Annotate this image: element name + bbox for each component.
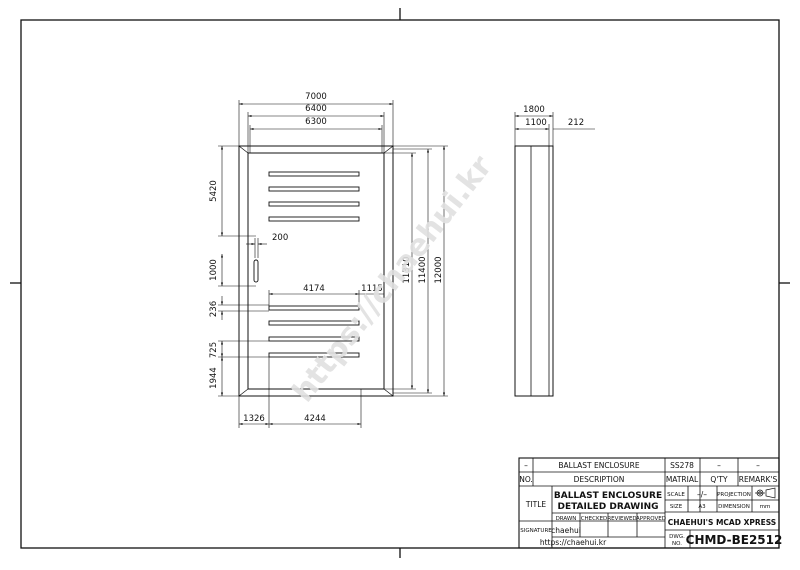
front-dimension-labels: 7000 6400 6300 5420 200 1000 4174 1115 2… [209, 92, 444, 424]
tb-title-line2: DETAILED DRAWING [557, 502, 658, 512]
dim-width-overall: 7000 [305, 92, 327, 102]
tb-size-label: SIZE [670, 504, 683, 510]
dim-depth-overall: 1800 [523, 105, 545, 115]
dim-height-frame: 11400 [418, 256, 428, 283]
tb-url: https://chaehui.kr [540, 538, 607, 547]
tb-dimension-label: DIMENSION [718, 504, 750, 510]
tb-signature-label: SIGNATURE [520, 528, 552, 534]
dim-left-offset: 1326 [243, 414, 265, 424]
tb-scale-label: SCALE [667, 492, 685, 498]
upper-louvers [268, 171, 360, 222]
title-block: – BALLAST ENCLOSURE SS278 – – NO. DESCRI… [518, 457, 783, 549]
tb-title-line1: BALLAST ENCLOSURE [554, 491, 662, 501]
lower-louvers [268, 305, 360, 358]
dim-height-overall: 12000 [434, 256, 444, 283]
tb-reviewed-label: REVIEWED [607, 516, 636, 522]
door-handle [253, 259, 259, 283]
tb-header-no: NO. [519, 475, 533, 484]
tb-approved-label: APPROVED [636, 516, 666, 522]
tb-dwg-no-label-2: NO. [672, 541, 682, 547]
side-dimension-labels: 1800 1100 212 [523, 105, 584, 128]
enclosure-door [247, 152, 385, 390]
dim-width-inner: 6300 [305, 117, 327, 127]
tb-drawn-label: DRAWN [556, 516, 577, 522]
tb-header-remarks: REMARK'S [739, 475, 778, 484]
tb-dwg-no-label-1: DWG. [669, 534, 685, 540]
tb-size-value: A3 [698, 504, 706, 510]
dim-depth-flange: 212 [568, 118, 584, 128]
enclosure-outer [238, 145, 394, 397]
tb-projection-label: PROJECTION [717, 492, 751, 498]
tb-dimension-value: mm [760, 504, 771, 510]
dim-depth-body: 1100 [525, 118, 547, 128]
tb-header-material: MATRIAL [666, 475, 699, 484]
projection-symbol [755, 487, 776, 499]
dimension-lines [218, 100, 448, 428]
tb-row1-description: BALLAST ENCLOSURE [558, 461, 640, 470]
center-marks [10, 8, 790, 558]
dim-handle-height: 1000 [209, 259, 219, 281]
front-view [238, 145, 394, 397]
dim-height-inner: 11310 [402, 256, 412, 283]
dim-width-frame: 6400 [305, 104, 327, 114]
tb-dwg-no: CHMD-BE2512 [686, 533, 783, 547]
dim-louver-height: 236 [209, 301, 219, 317]
tb-scale-value: –/– [697, 490, 707, 499]
tb-title-label: TITLE [525, 500, 547, 509]
dim-height-top: 5420 [209, 180, 219, 202]
side-view [514, 145, 554, 397]
tb-header-description: DESCRIPTION [574, 475, 625, 484]
tb-checked-label: CHECKED [581, 516, 608, 522]
tb-signature-value: chaehui [551, 526, 581, 535]
dim-height-bottom: 1944 [209, 367, 219, 389]
dim-louver-pitch: 725 [209, 342, 219, 358]
tb-company: CHAEHUI'S MCAD XPRESS [668, 518, 776, 527]
side-outline [514, 145, 554, 397]
tb-row1-material: SS278 [670, 461, 694, 470]
tb-row1-no: – [524, 461, 528, 470]
dim-louver-edge: 1115 [361, 284, 383, 294]
dim-handle-offset: 200 [272, 233, 288, 243]
tb-header-qty: Q'TY [710, 475, 728, 484]
tb-row1-remarks: – [756, 461, 760, 470]
side-dimension-lines [514, 112, 595, 146]
dim-bottom-span: 4244 [304, 414, 326, 424]
tb-row1-qty: – [717, 461, 721, 470]
dim-louver-width: 4174 [303, 284, 325, 294]
